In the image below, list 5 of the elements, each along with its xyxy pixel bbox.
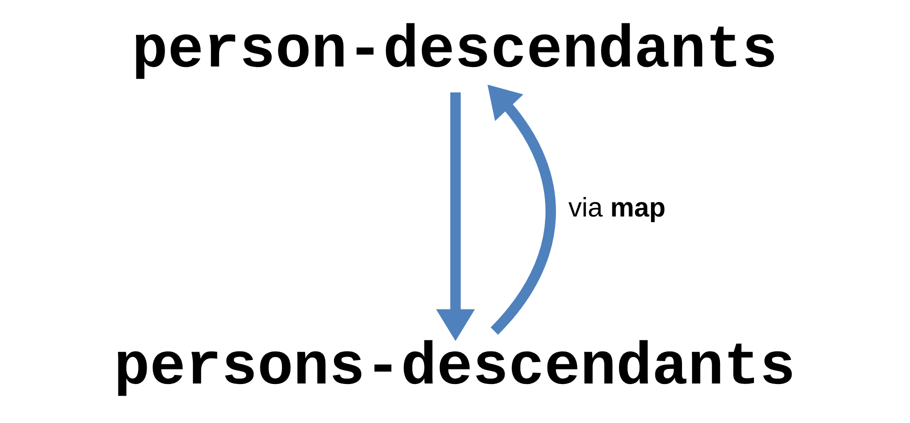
edge-label: via map [568,192,666,223]
arrow [436,92,474,341]
node-text: persons-descendants [113,333,796,402]
arrow [487,84,556,335]
node-text: person-descendants [131,16,778,85]
